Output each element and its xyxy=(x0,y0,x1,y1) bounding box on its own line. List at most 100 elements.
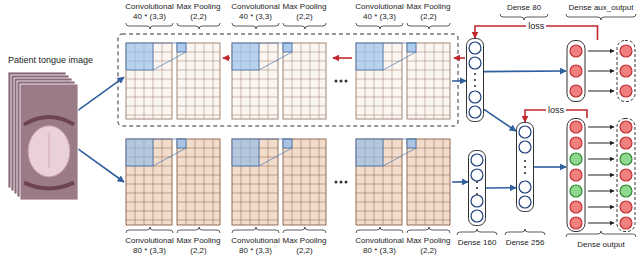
layer-label: Patient tongue image xyxy=(8,55,118,66)
compare-arrow xyxy=(588,127,614,128)
projection-lines xyxy=(153,139,186,166)
projection-lines xyxy=(259,43,292,70)
layer-label: Max Pooling (2,2) xyxy=(281,236,328,256)
grid-lines xyxy=(356,43,402,119)
conv-pool-block: Convolutional 40 * (3,3)Max Pooling (2,2… xyxy=(230,42,328,120)
output-layer: Dense output xyxy=(566,118,636,232)
output-neuron xyxy=(570,185,582,197)
pool-patch xyxy=(177,43,186,52)
target-frame xyxy=(617,119,635,232)
feature-map-grid xyxy=(356,43,402,119)
flow-connector xyxy=(486,187,516,189)
flow-connector xyxy=(534,166,566,168)
output-neuron xyxy=(570,45,582,57)
target-neuron xyxy=(620,65,632,77)
layer-label: Max Pooling (2,2) xyxy=(405,2,452,22)
layer-label: Dense 256 xyxy=(501,238,549,248)
aux-output-layer-shape xyxy=(566,40,636,102)
grid-lines xyxy=(126,43,172,119)
target-neuron xyxy=(620,169,632,181)
layer-label: Max Pooling (2,2) xyxy=(281,2,328,22)
grid-lines xyxy=(232,139,278,225)
projection-lines xyxy=(383,43,416,70)
feature-map-grid xyxy=(177,139,220,225)
flow-connector xyxy=(484,109,516,131)
compare-arrow xyxy=(588,159,614,160)
flow-connector xyxy=(78,77,124,110)
output-neuron xyxy=(570,217,582,229)
conv-pool-block-shape xyxy=(124,138,222,226)
grid-lines xyxy=(283,43,326,119)
flow-connector xyxy=(452,80,466,82)
grid-frame xyxy=(356,139,402,225)
conv-pool-block-shape xyxy=(230,138,328,226)
ellipsis-dot xyxy=(474,85,476,87)
conv-pool-block-shape xyxy=(124,42,222,120)
ellipsis-dot xyxy=(524,166,526,168)
conv-pool-block-shape xyxy=(230,42,328,120)
compare-arrow xyxy=(588,191,614,192)
target-neuron xyxy=(620,217,632,229)
kernel-patch xyxy=(126,43,153,70)
branch-dashed-frame xyxy=(118,34,458,126)
output-layer-shape xyxy=(566,118,636,232)
ellipsis-dot xyxy=(476,181,478,183)
feature-map-grid xyxy=(126,43,172,119)
layer-label: Convolutional 40 * (3,3) xyxy=(230,2,281,22)
target-neuron xyxy=(620,201,632,213)
layer-frame xyxy=(469,151,486,226)
bottom-braces xyxy=(126,227,636,237)
loss-label: loss xyxy=(526,21,546,32)
projection-lines xyxy=(153,43,186,70)
layer-label: Convolutional 80 * (3,3) xyxy=(230,236,281,256)
output-neuron xyxy=(570,153,582,165)
neuron xyxy=(471,210,483,222)
neuron xyxy=(519,141,531,153)
neuron xyxy=(471,195,483,207)
flow-connector xyxy=(484,70,566,72)
conv-pool-block: Convolutional 40 * (3,3)Max Pooling (2,2… xyxy=(354,42,452,120)
neuron xyxy=(471,154,483,166)
target-neuron xyxy=(620,137,632,149)
grid-frame xyxy=(232,43,278,119)
layer-label: Max Pooling (2,2) xyxy=(175,236,222,256)
grid-lines xyxy=(126,139,172,225)
target-frame xyxy=(617,41,635,102)
loss-label: loss xyxy=(546,105,566,116)
grid-lines xyxy=(232,43,278,119)
dense-layer: Dense 256 xyxy=(516,122,534,212)
layer-frame xyxy=(517,123,534,212)
grid-frame xyxy=(177,43,220,119)
feature-map-grid xyxy=(126,139,172,225)
output-neuron xyxy=(570,201,582,213)
target-neuron xyxy=(620,153,632,165)
ellipsis-dot xyxy=(474,73,476,75)
grid-frame xyxy=(126,139,172,225)
grid-frame xyxy=(283,139,326,225)
target-neuron xyxy=(620,121,632,133)
conv-pool-block: Convolutional 80 * (3,3)Max Pooling (2,2… xyxy=(354,138,452,226)
grid-frame xyxy=(407,139,450,225)
output-neuron xyxy=(570,65,582,77)
compare-arrow xyxy=(588,71,614,72)
output-neuron xyxy=(570,121,582,133)
feature-map-grid xyxy=(177,43,220,119)
tongue xyxy=(28,126,70,177)
conv-pool-block: Convolutional 80 * (3,3)Max Pooling (2,2… xyxy=(124,138,222,226)
neuron xyxy=(519,181,531,193)
flow-connector xyxy=(78,149,124,182)
neuron xyxy=(471,169,483,181)
ellipsis-dot xyxy=(524,172,526,174)
feature-map-grid xyxy=(407,139,450,225)
projection-lines xyxy=(259,139,292,166)
input-image: Patient tongue image xyxy=(8,72,78,200)
pool-patch xyxy=(177,139,186,148)
target-neuron xyxy=(620,185,632,197)
layer-frame xyxy=(567,119,585,232)
grid-frame xyxy=(283,43,326,119)
output-neuron xyxy=(570,85,582,97)
neuron xyxy=(469,91,481,103)
